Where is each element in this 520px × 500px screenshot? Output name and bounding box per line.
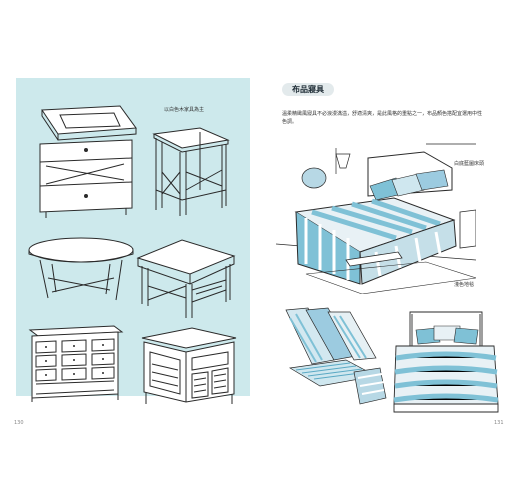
section-title-badge: 布品寢具 [282,83,334,96]
chest-of-drawers-illustration [28,325,124,402]
fabric-swatches-illustration [285,307,387,405]
page-number-left: 130 [14,420,24,426]
annotation-rug: 淺色地毯 [454,282,475,288]
page-number-right: 131 [494,420,504,426]
bed-blanket-illustration [393,311,499,413]
bedroom-illustration [276,143,476,294]
oval-coffee-table-illustration [28,237,134,301]
section-title: 布品寢具 [292,85,324,94]
side-table-illustration [152,127,230,216]
left-page: 以白色木家具為主 [12,70,252,440]
sideboard-illustration [141,327,237,404]
annotation-headboard: 白底藍圖床頭 [454,161,485,167]
intro-paragraph: 溫柔精緻風寢具不必浪漫滿溢，舒適清爽，是此風格的重點之一，布品顏色搭配宜選用中性… [282,111,483,125]
furniture-caption: 以白色木家具為主 [164,107,205,113]
nightstand-illustration [39,105,137,218]
right-page: 布品寢具 溫柔精緻風寢具不必浪漫滿溢，舒適清爽，是此風格的重點之一，布品顏色搭配… [262,70,508,440]
rectangular-coffee-table-illustration [136,239,236,318]
